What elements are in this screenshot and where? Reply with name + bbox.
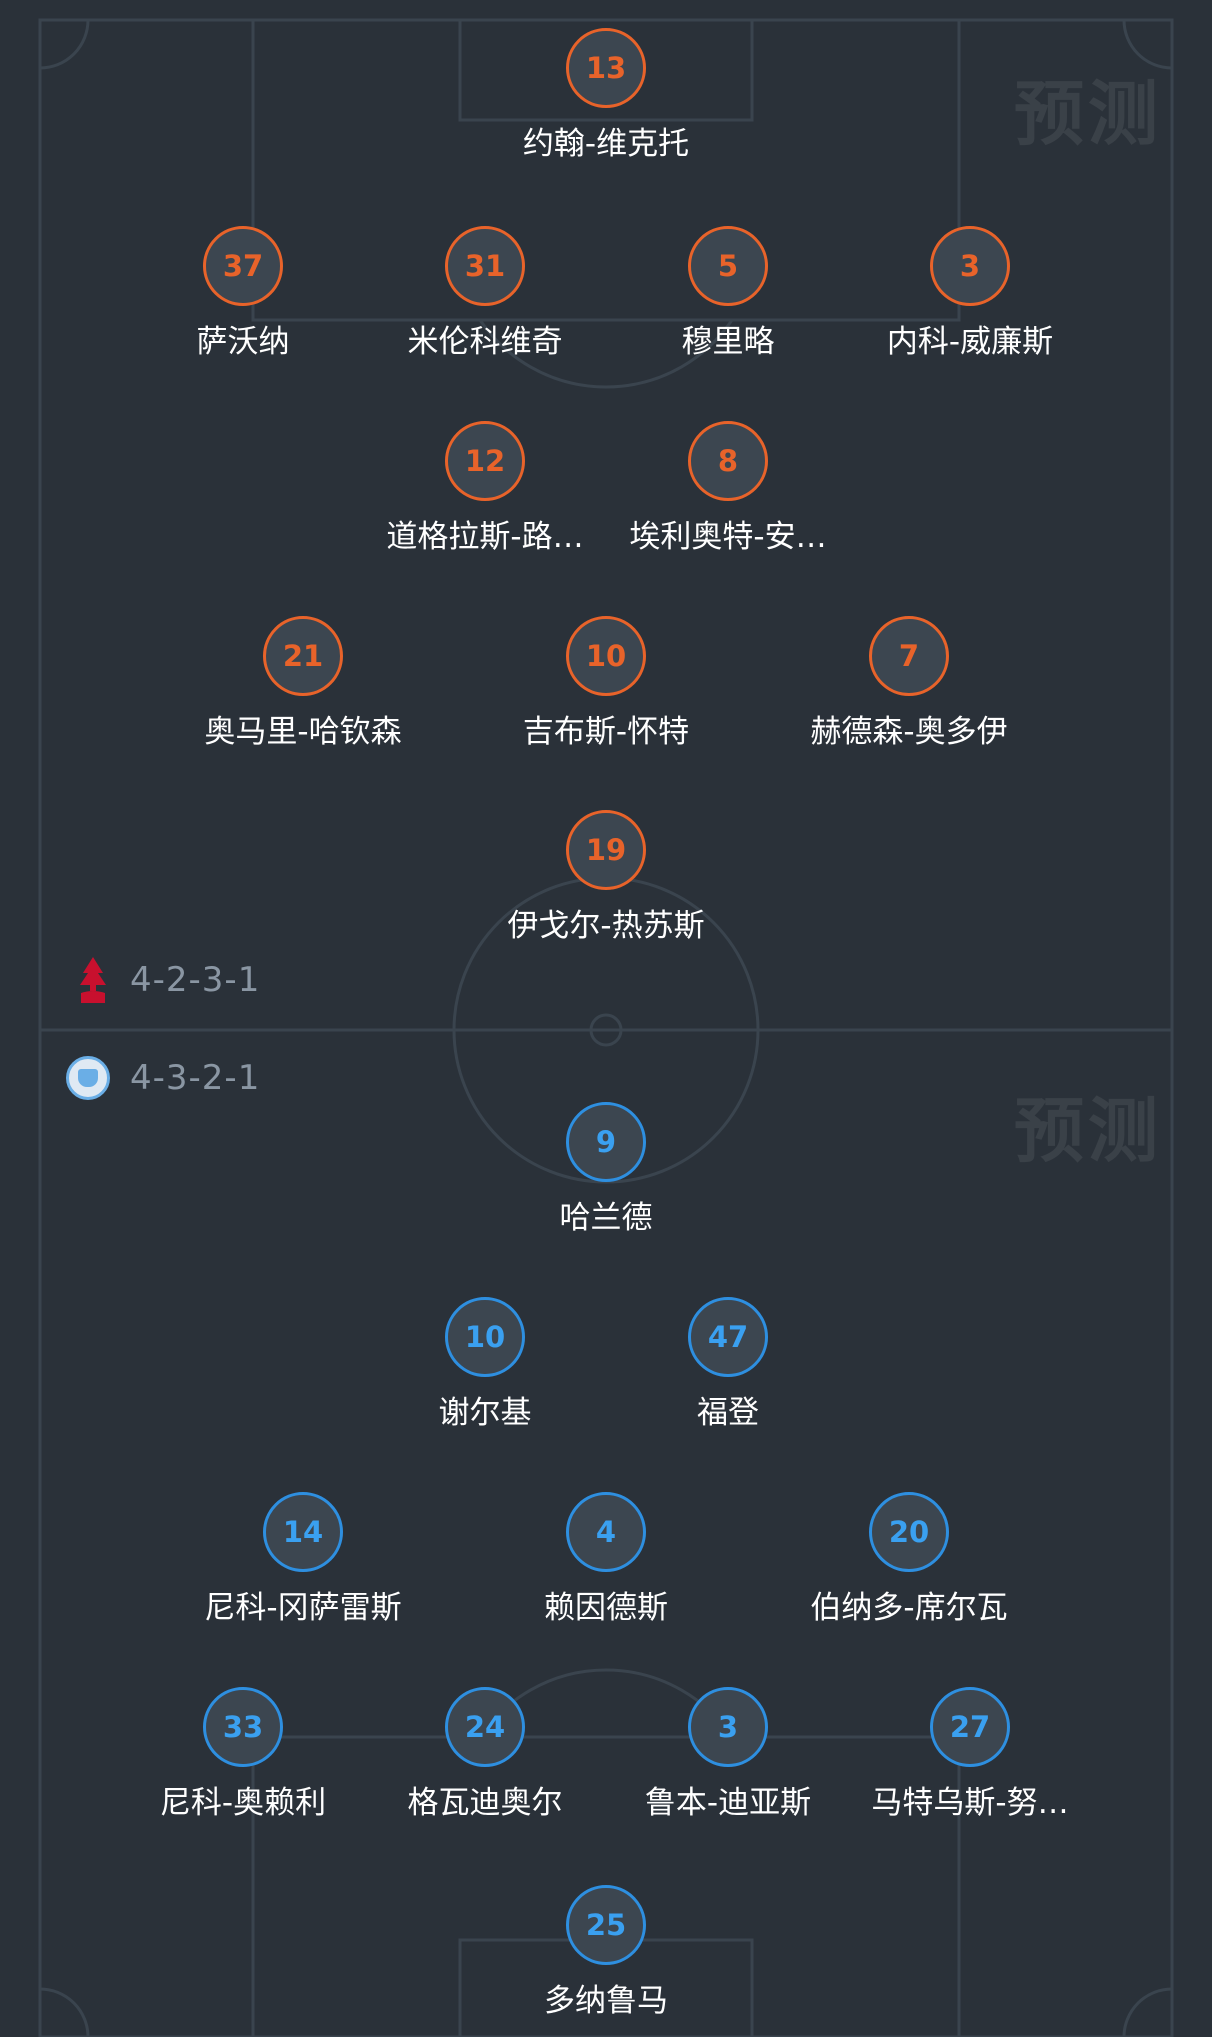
player-number-badge: 12: [445, 421, 525, 501]
player-name: 萨沃纳: [196, 324, 290, 360]
player-card[interactable]: 13 约翰-维克托: [476, 28, 736, 163]
player-name: 伯纳多-席尔瓦: [810, 1590, 1008, 1626]
player-name: 哈兰德: [559, 1200, 653, 1236]
player-name: 吉布斯-怀特: [522, 714, 690, 750]
player-number-badge: 8: [688, 421, 768, 501]
watermark-prediction: 预测: [1014, 73, 1162, 155]
player-number-badge: 47: [688, 1297, 768, 1377]
player-name: 埃利奥特-安…: [629, 519, 827, 555]
player-number-badge: 20: [869, 1492, 949, 1572]
player-card[interactable]: 20 伯纳多-席尔瓦: [779, 1492, 1039, 1627]
player-name: 内科-威廉斯: [886, 324, 1054, 360]
player-card[interactable]: 24 格瓦迪奥尔: [355, 1687, 615, 1822]
player-card[interactable]: 21 奥马里-哈钦森: [173, 616, 433, 751]
player-name: 穆里略: [681, 324, 775, 360]
away-formation: 4-3-2-1: [66, 1056, 260, 1100]
player-card[interactable]: 4 赖因德斯: [476, 1492, 736, 1627]
nottingham-forest-crest-icon: [80, 957, 106, 1003]
player-number-badge: 3: [930, 226, 1010, 306]
player-card[interactable]: 33 尼科-奥赖利: [113, 1687, 373, 1822]
player-name: 米伦科维奇: [407, 324, 563, 360]
player-number-badge: 4: [566, 1492, 646, 1572]
player-card[interactable]: 37 萨沃纳: [113, 226, 373, 361]
player-card[interactable]: 7 赫德森-奥多伊: [779, 616, 1039, 751]
player-name: 道格拉斯-路…: [386, 519, 584, 555]
player-card[interactable]: 10 谢尔基: [355, 1297, 615, 1432]
formation-label: 4-2-3-1: [130, 960, 261, 1000]
watermark-prediction: 预测: [1014, 1090, 1162, 1172]
player-number-badge: 10: [566, 616, 646, 696]
player-name: 赖因德斯: [544, 1590, 668, 1626]
player-number-badge: 7: [869, 616, 949, 696]
player-number-badge: 5: [688, 226, 768, 306]
player-card[interactable]: 31 米伦科维奇: [355, 226, 615, 361]
player-number-badge: 21: [263, 616, 343, 696]
player-name: 约翰-维克托: [522, 126, 690, 162]
player-name: 尼科-奥赖利: [159, 1785, 327, 1821]
player-number-badge: 10: [445, 1297, 525, 1377]
manchester-city-crest-icon: [66, 1056, 110, 1100]
player-card[interactable]: 9 哈兰德: [476, 1102, 736, 1237]
player-name: 格瓦迪奥尔: [407, 1785, 563, 1821]
player-number-badge: 24: [445, 1687, 525, 1767]
player-name: 多纳鲁马: [544, 1983, 668, 2019]
player-number-badge: 19: [566, 810, 646, 890]
player-name: 谢尔基: [438, 1395, 532, 1431]
player-card[interactable]: 25 多纳鲁马: [476, 1885, 736, 2020]
player-name: 马特乌斯-努…: [871, 1785, 1069, 1821]
player-card[interactable]: 47 福登: [598, 1297, 858, 1432]
player-name: 奥马里-哈钦森: [204, 714, 402, 750]
player-number-badge: 37: [203, 226, 283, 306]
formation-label: 4-3-2-1: [130, 1058, 261, 1098]
player-card[interactable]: 14 尼科-冈萨雷斯: [173, 1492, 433, 1627]
player-number-badge: 27: [930, 1687, 1010, 1767]
player-card[interactable]: 5 穆里略: [598, 226, 858, 361]
player-number-badge: 25: [566, 1885, 646, 1965]
player-name: 伊戈尔-热苏斯: [507, 908, 705, 944]
player-number-badge: 13: [566, 28, 646, 108]
player-number-badge: 9: [566, 1102, 646, 1182]
player-card[interactable]: 10 吉布斯-怀特: [476, 616, 736, 751]
player-card[interactable]: 27 马特乌斯-努…: [840, 1687, 1100, 1822]
player-name: 鲁本-迪亚斯: [644, 1785, 812, 1821]
player-card[interactable]: 8 埃利奥特-安…: [598, 421, 858, 556]
player-number-badge: 14: [263, 1492, 343, 1572]
player-number-badge: 31: [445, 226, 525, 306]
home-formation: 4-2-3-1: [76, 955, 260, 1005]
player-number-badge: 3: [688, 1687, 768, 1767]
player-card[interactable]: 3 内科-威廉斯: [840, 226, 1100, 361]
player-card[interactable]: 12 道格拉斯-路…: [355, 421, 615, 556]
player-card[interactable]: 3 鲁本-迪亚斯: [598, 1687, 858, 1822]
player-name: 赫德森-奥多伊: [810, 714, 1008, 750]
player-number-badge: 33: [203, 1687, 283, 1767]
player-name: 福登: [697, 1395, 759, 1431]
player-card[interactable]: 19 伊戈尔-热苏斯: [476, 810, 736, 945]
player-name: 尼科-冈萨雷斯: [204, 1590, 402, 1626]
